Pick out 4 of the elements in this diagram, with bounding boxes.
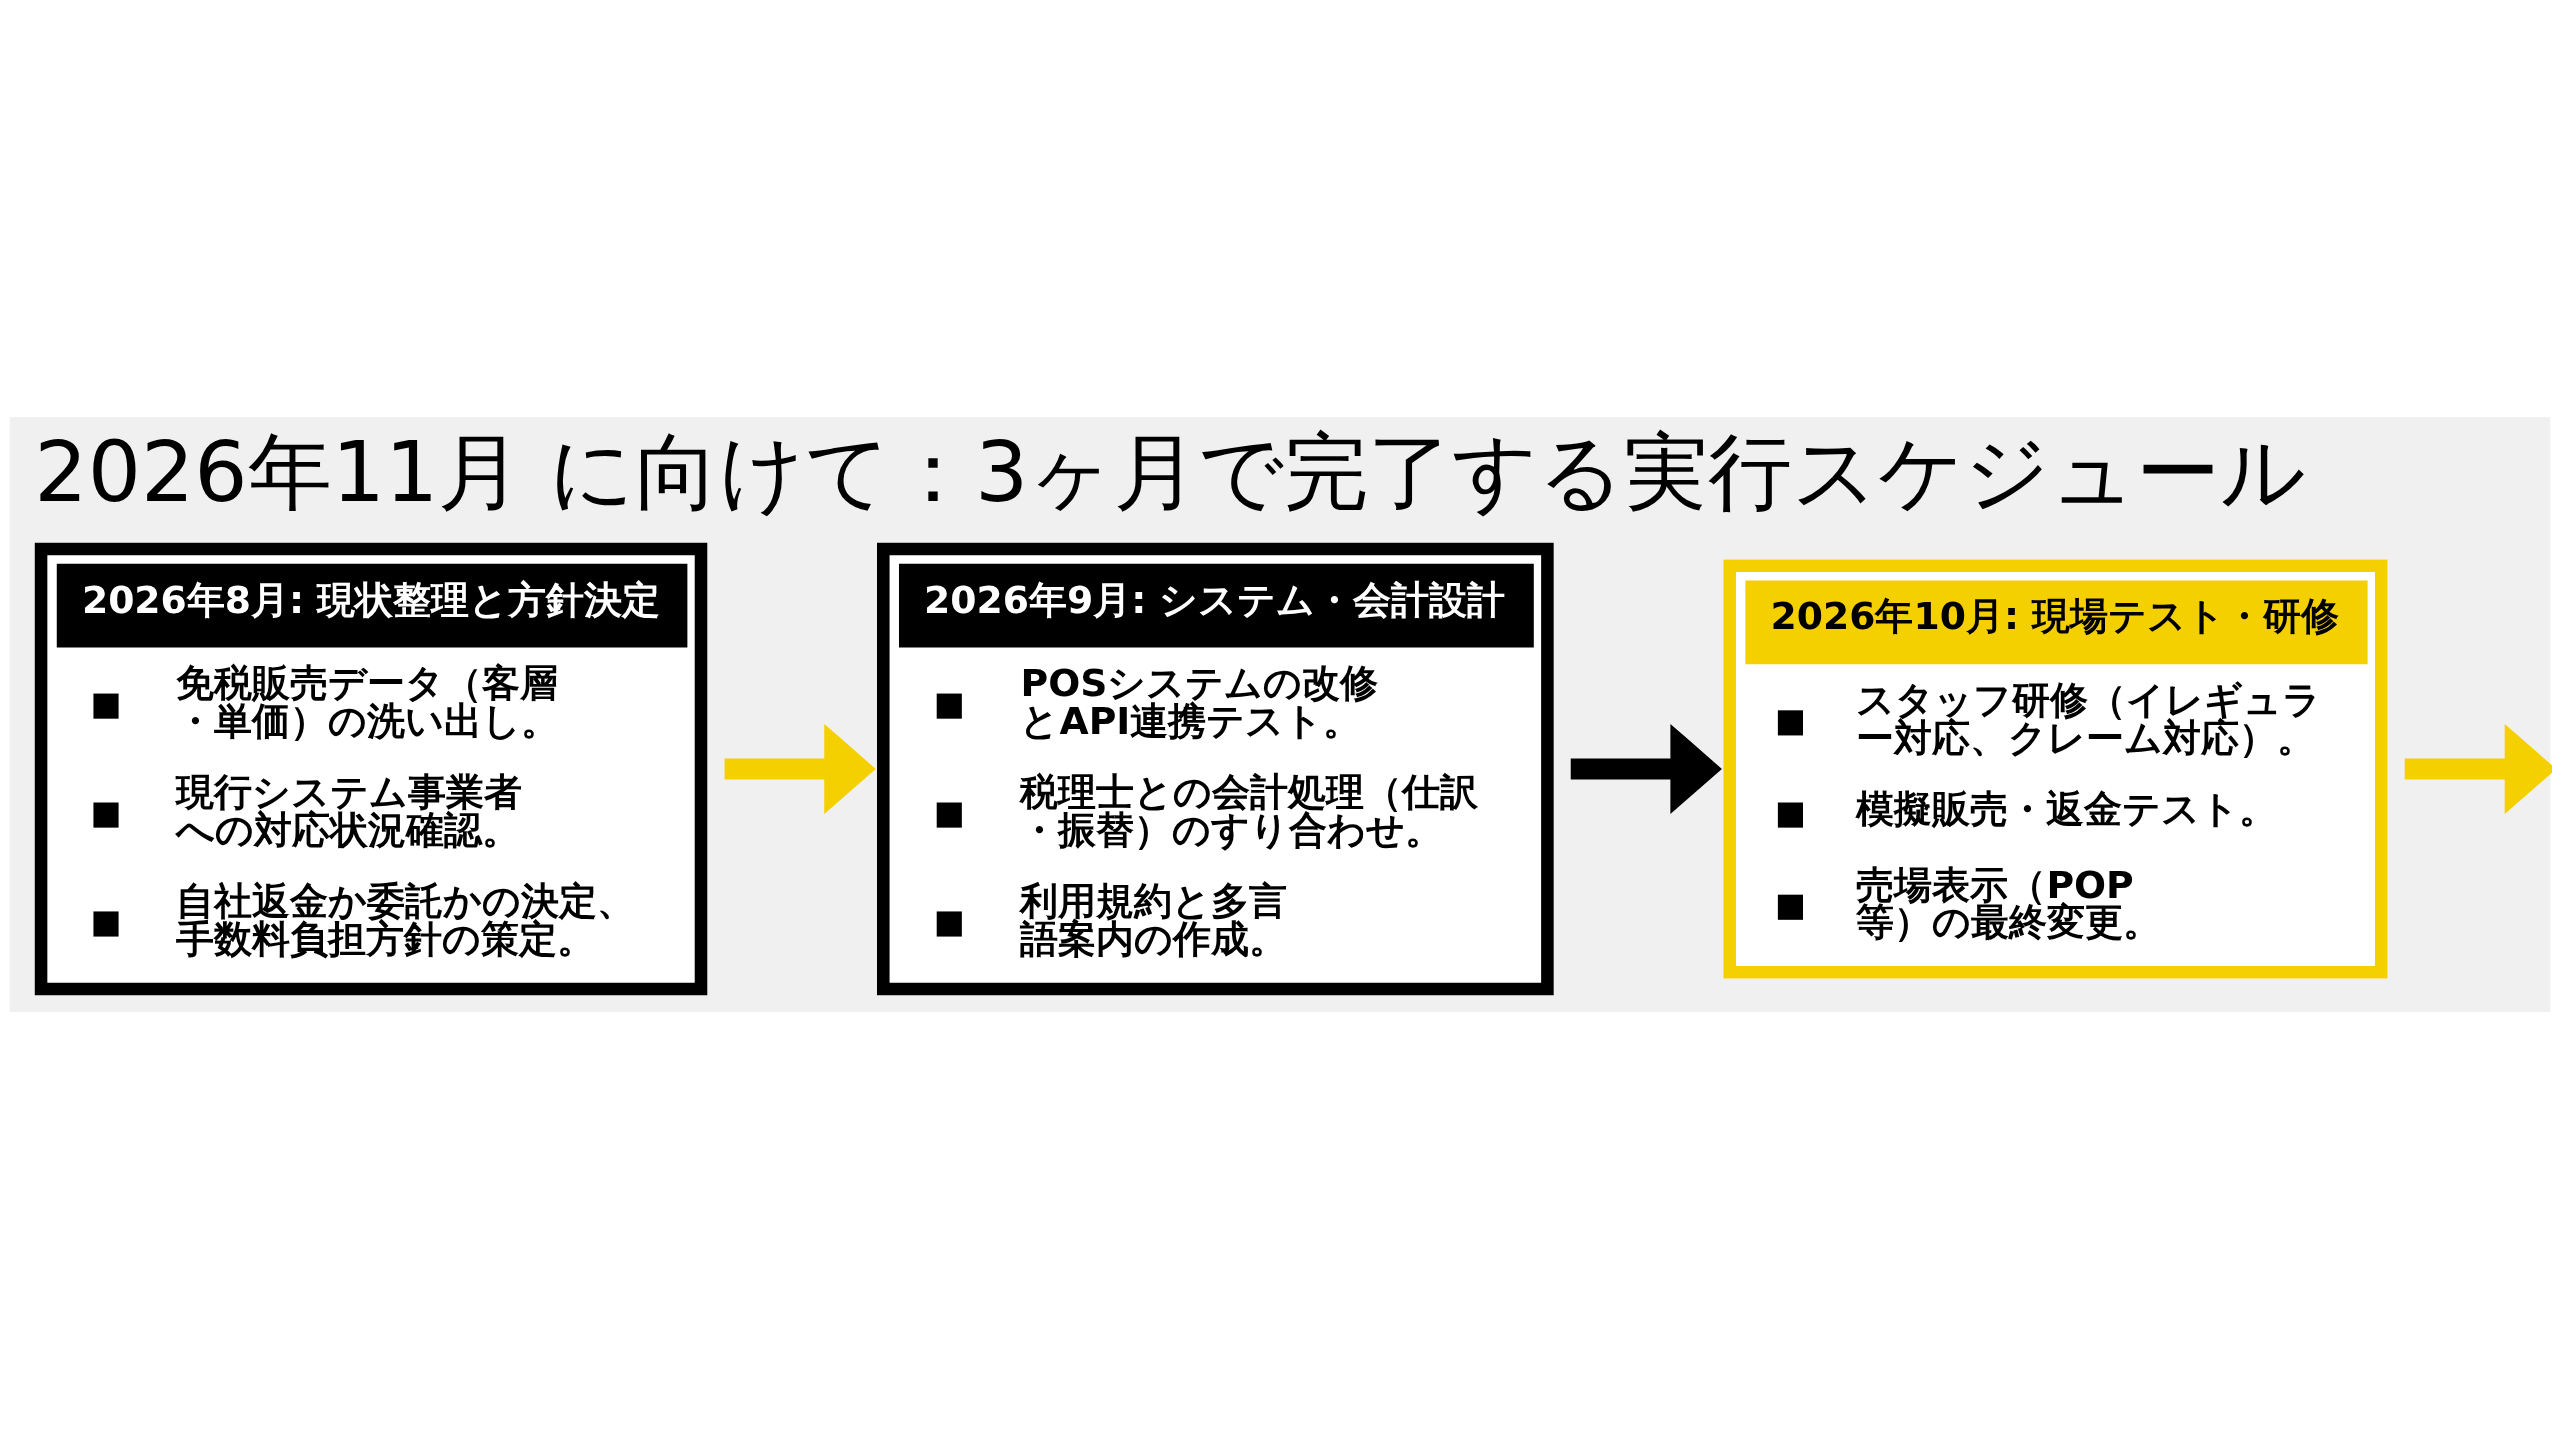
diagram-title: 2026年11月 に向けて：3ヶ月で完了する実行スケジュール — [34, 422, 2307, 521]
arrow — [2404, 723, 2552, 815]
arrow — [724, 723, 876, 815]
arrow — [1570, 723, 1722, 815]
